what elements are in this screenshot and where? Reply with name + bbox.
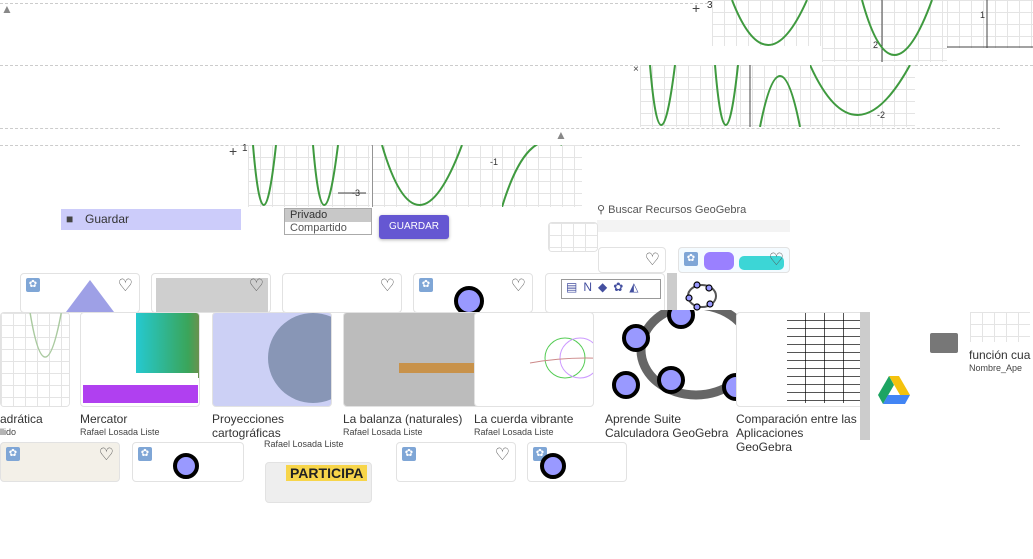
card-author: Rafael Losada Liste [474, 427, 554, 437]
graph-view[interactable] [502, 145, 582, 207]
search-placeholder: Buscar Recursos GeoGebra [608, 204, 747, 216]
heart-icon[interactable]: ♡ [117, 276, 133, 295]
resource-card[interactable] [212, 312, 332, 407]
close-icon[interactable]: × [633, 64, 639, 75]
heart-icon[interactable]: ♡ [644, 250, 660, 269]
graph-view[interactable] [248, 145, 370, 207]
resource-card[interactable]: ✿ [132, 442, 244, 482]
resource-card[interactable] [80, 312, 200, 407]
resource-card[interactable]: ✿♡ [20, 273, 140, 313]
ggb-badge-icon: ✿ [402, 447, 416, 461]
resource-card[interactable] [736, 312, 866, 407]
ggb-badge-icon: ✿ [419, 278, 433, 292]
resource-card[interactable]: ♡ [282, 273, 402, 313]
resource-card[interactable]: ♡ [598, 247, 666, 273]
ggb-badge-icon: ✿ [684, 252, 698, 266]
option-private[interactable]: Privado [285, 209, 371, 222]
geogebra-logo [684, 278, 720, 312]
resource-card[interactable]: ♡ [151, 273, 271, 313]
save-label: Guardar [85, 212, 130, 226]
card-title[interactable]: La cuerda vibrante [474, 412, 574, 426]
card-title[interactable]: Proyecciones cartográficas [212, 412, 285, 440]
graph-view[interactable] [640, 65, 740, 127]
card-title[interactable]: adrática [0, 412, 43, 426]
resource-card[interactable] [474, 312, 594, 407]
card-title[interactable]: Comparación entre las Aplicaciones GeoGe… [736, 412, 857, 454]
axis-label: -2 [877, 110, 886, 120]
axis-label: 2 [873, 40, 879, 50]
scrollbar[interactable] [667, 273, 677, 313]
axis-label: 1 [980, 10, 986, 20]
divider [0, 65, 1033, 66]
file-author: Nombre_Ape [969, 363, 1023, 373]
graph-view[interactable] [740, 65, 810, 127]
card-author: Rafael Losada Liste [264, 439, 344, 449]
folder-icon [930, 333, 958, 353]
axis-label: -1 [490, 157, 499, 167]
card-title[interactable]: La balanza (naturales) [343, 412, 463, 426]
axis-label: -3 [352, 188, 361, 198]
warning-icon: ▲ [555, 128, 567, 142]
file-thumbnail[interactable] [970, 312, 1030, 342]
ggb-badge-icon: ✿ [138, 447, 152, 461]
card-title[interactable]: Aprende Suite Calculadora GeoGebra [605, 412, 729, 440]
divider [0, 128, 1000, 129]
ggb-badge-icon: ✿ [26, 278, 40, 292]
resource-card[interactable]: ✿♡ [396, 442, 516, 482]
heart-icon[interactable]: ♡ [248, 276, 264, 295]
add-icon[interactable]: + [692, 0, 701, 16]
card-author: Rafael Losada Liste [343, 427, 423, 437]
resource-card[interactable]: ▤N◆✿◭ [545, 273, 665, 313]
card-author: Rafael Losada Liste [80, 427, 160, 437]
axis-label: 3 [707, 0, 713, 11]
graph-view[interactable] [810, 65, 915, 127]
graph-view[interactable] [372, 145, 502, 207]
resource-card[interactable] [0, 312, 70, 407]
graph-view[interactable] [822, 0, 947, 62]
file-title[interactable]: función cua [969, 348, 1031, 362]
divider [0, 3, 1033, 4]
ggb-badge-icon: ✿ [6, 447, 20, 461]
card-title[interactable]: Mercator [80, 412, 128, 426]
save-button[interactable]: GUARDAR [379, 215, 449, 239]
axis-label: 1 [242, 143, 248, 154]
save-icon: ■ [66, 212, 74, 226]
heart-icon[interactable]: ♡ [98, 445, 114, 464]
heart-icon[interactable]: ♡ [494, 445, 510, 464]
graph-view[interactable] [947, 0, 1033, 48]
google-drive-icon[interactable] [878, 376, 910, 404]
add-icon[interactable]: + [229, 143, 238, 159]
resource-card[interactable]: PARTICIPA [265, 462, 372, 503]
scrollbar[interactable] [860, 312, 870, 440]
resource-card[interactable]: ✿ [527, 442, 627, 482]
search-icon: ⚲ [597, 204, 606, 216]
graph-view[interactable] [712, 0, 822, 46]
resource-card[interactable]: ✿♡ [413, 273, 533, 313]
resource-card[interactable]: ✿♡ [0, 442, 120, 482]
warning-icon: ▲ [1, 2, 13, 16]
search-input[interactable]: ⚲ Buscar Recursos GeoGebra [597, 203, 790, 220]
search-bar-bg [597, 220, 790, 232]
resource-card[interactable]: ✿♡ [678, 247, 790, 273]
save-menu-item[interactable]: ■ Guardar [61, 209, 241, 230]
heart-icon[interactable]: ♡ [768, 250, 784, 269]
heart-icon[interactable]: ♡ [510, 276, 526, 295]
heart-icon[interactable]: ♡ [379, 276, 395, 295]
card-author: llido [0, 427, 17, 437]
option-shared[interactable]: Compartido [290, 222, 347, 234]
visibility-select[interactable]: Privado Compartido [284, 208, 372, 235]
resource-card[interactable] [548, 222, 598, 252]
